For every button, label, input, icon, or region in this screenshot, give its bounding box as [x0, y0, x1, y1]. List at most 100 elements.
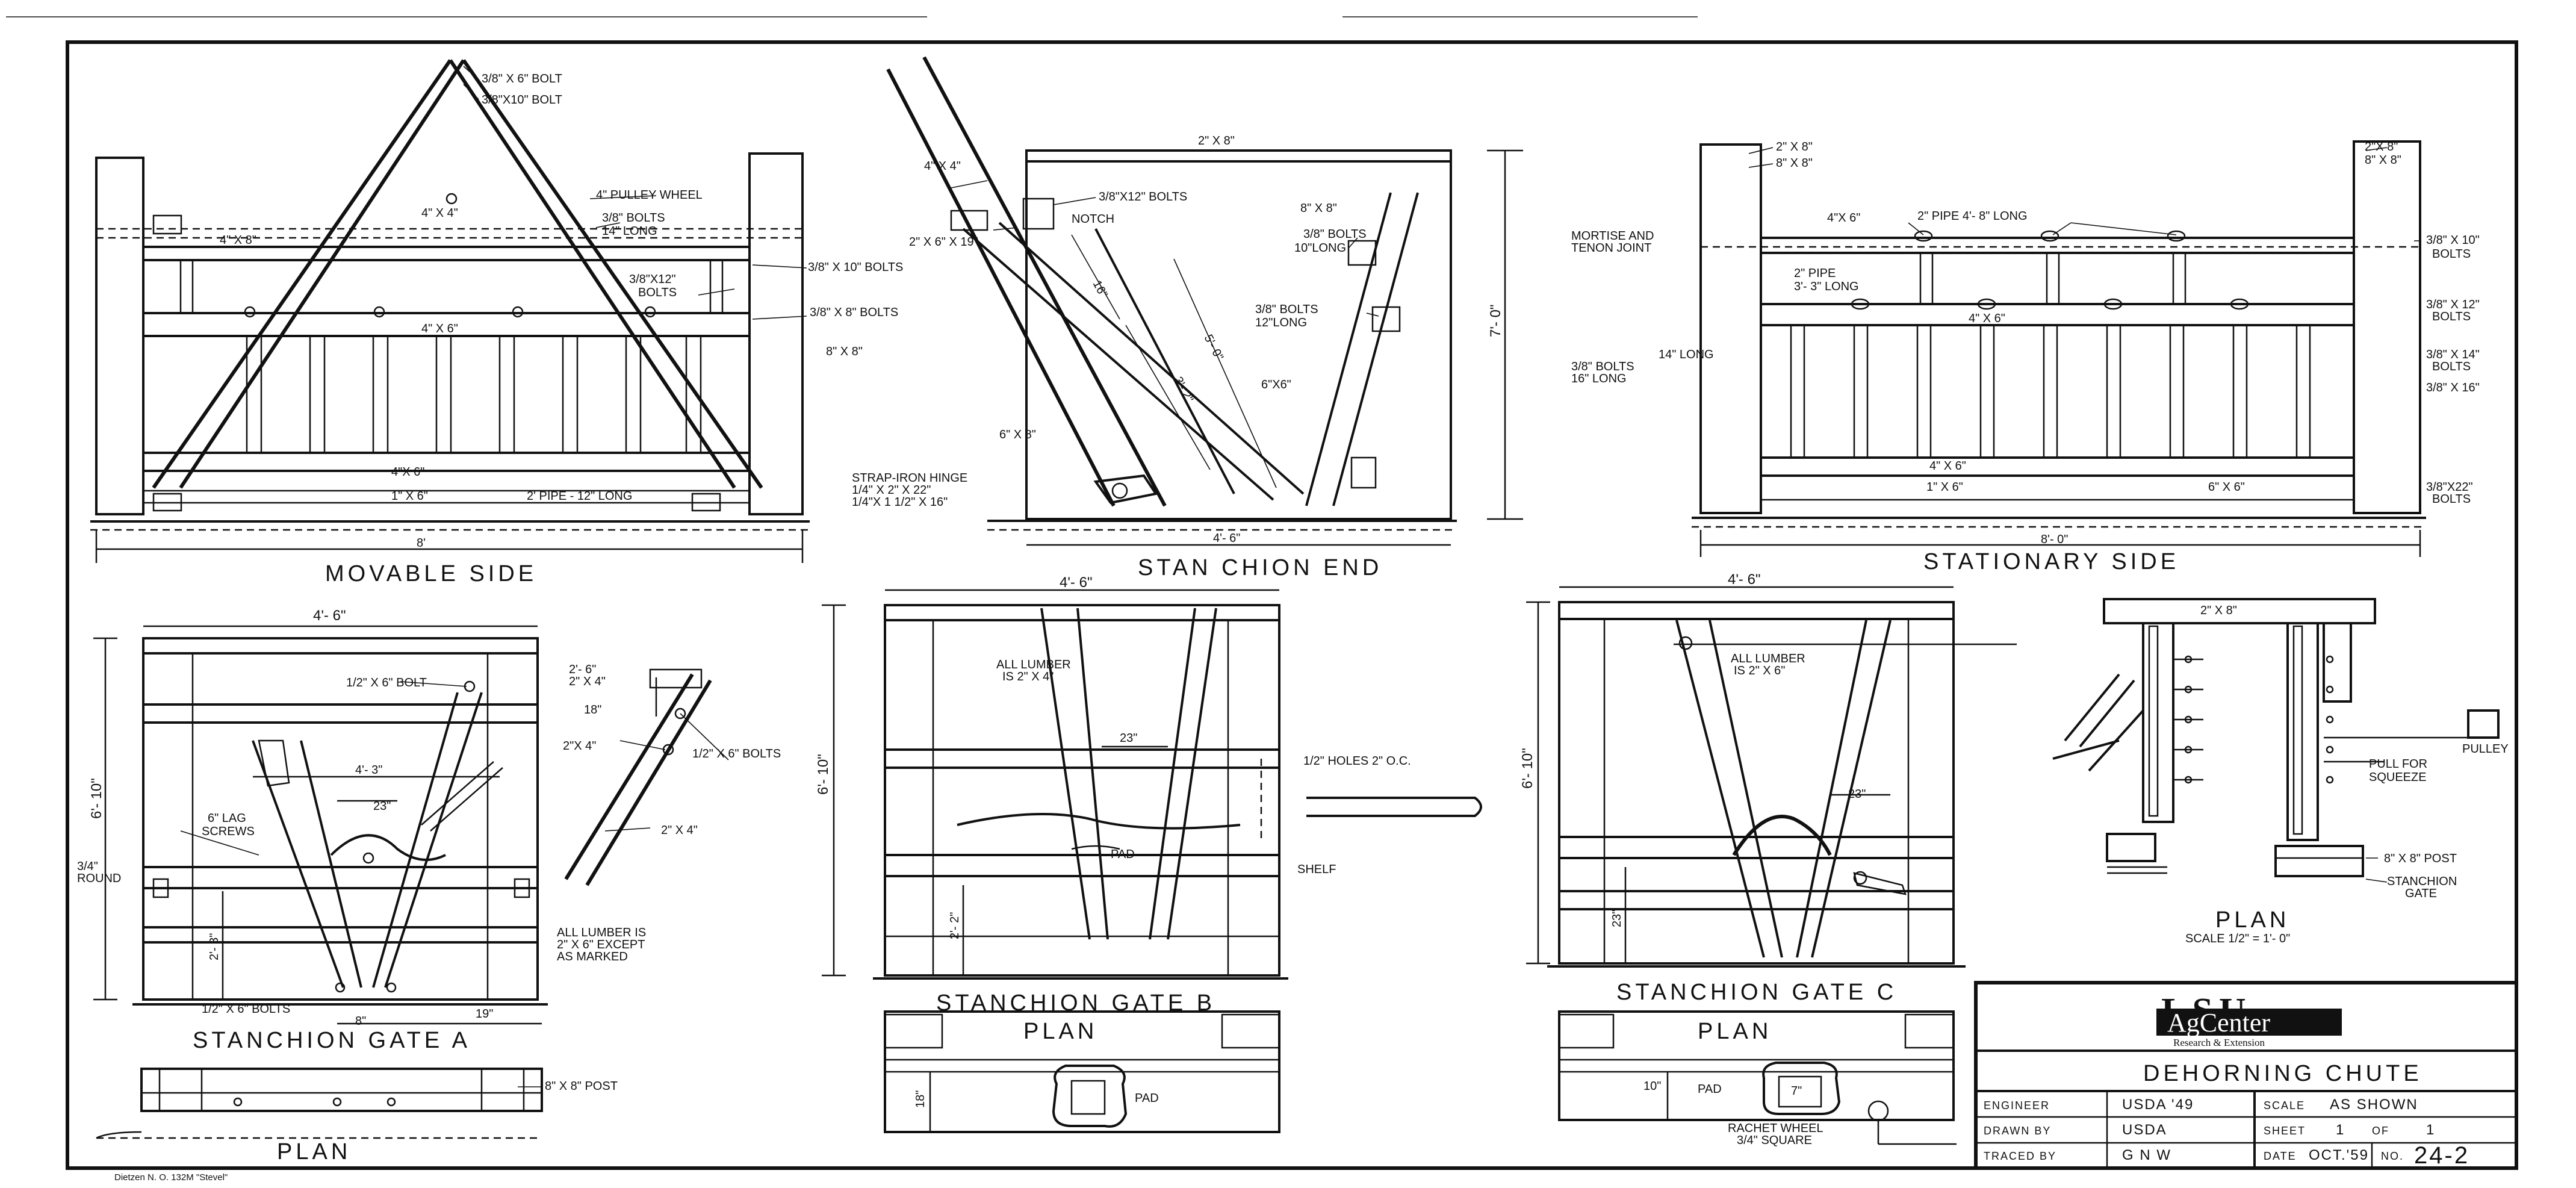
ga-label: 8" X 8" POST [545, 1080, 618, 1093]
squeeze-plan-slats [2173, 655, 2334, 784]
ss-label: MORTISE AND [1571, 229, 1654, 243]
stationary-side-pickets [1790, 252, 2311, 459]
ss-label: 4" X 6" [1969, 312, 2005, 325]
ss-label: 3/8" X 16" [2426, 381, 2480, 394]
gc-label: 10" [1643, 1080, 1661, 1093]
traced-value: G N W [2122, 1147, 2171, 1163]
se-label: 1/4"X 1 1/2" X 16" [852, 496, 948, 509]
pr-label: 8" X 8" POST [2384, 852, 2457, 865]
plan-c-title: PLAN [1698, 1019, 1772, 1044]
se-label: 1/4" X 2" X 22" [852, 484, 931, 497]
ms-label: 4" X 8" [220, 234, 256, 247]
ga-label: 4'- 6" [313, 608, 346, 624]
plan-a-title: PLAN [277, 1139, 351, 1165]
ss-label: 3'- 3" LONG [1794, 280, 1859, 293]
ga-label: 1/2" X 6" BOLTS [692, 747, 781, 760]
date-value: OCT.'59 [2309, 1147, 2369, 1163]
gate-a-plan: 8" X 8" POST PLAN [96, 1068, 618, 1165]
ms-label: 3/8" X 8" BOLTS [810, 306, 898, 319]
ga-label: 18" [584, 703, 601, 717]
ga-label: 2'- 6" [569, 663, 596, 676]
movable-side-title: MOVABLE SIDE [325, 561, 537, 586]
ms-label: 8' [417, 536, 426, 550]
ga-label: 8" [355, 1015, 366, 1028]
movable-side-view: 3/8" X 6" BOLT 3/8"X10" BOLT 4" PULLEY W… [90, 59, 903, 586]
ss-label: 3/8" X 12" [2426, 298, 2480, 311]
ga-label: 19" [476, 1007, 493, 1021]
se-label: 3/8"X12" BOLTS [1099, 190, 1187, 204]
gate-b-plan: 18" PAD PLAN [884, 1010, 1280, 1133]
gate-c-plan: 10" PAD 7" RACHET WHEEL 3/4" SQUARE PLAN [1558, 1010, 1957, 1147]
drawn-label: DRAWN BY [1984, 1125, 2051, 1137]
gb-label: 6'- 10" [815, 754, 831, 795]
stanchion-gate-c-view: 4'- 6" ALL LUMBER IS 2" X 6" 6'- 10" 23"… [1519, 571, 2017, 1147]
ga-label: 6" LAG [208, 812, 246, 825]
ms-label: 1" X 6" [391, 490, 428, 503]
ss-label: 2"X 8" [2365, 140, 2398, 154]
ga-label: 2" X 4" [661, 824, 698, 837]
ms-label: 3/8"X10" BOLT [482, 93, 562, 107]
movable-side-pickets [179, 259, 724, 454]
ga-label: 6'- 10" [88, 778, 105, 819]
gc-label: 4'- 6" [1728, 571, 1760, 588]
pr-label: STANCHION [2387, 875, 2457, 888]
scale-label: SCALE [2264, 1099, 2305, 1112]
title-block: LSU AgCenter Research & Extension DEHORN… [1974, 981, 2518, 1170]
ms-label: 4" X 6" [421, 322, 458, 335]
gc-label: ALL LUMBER [1731, 652, 1805, 665]
ga-label: 4'- 3" [355, 763, 382, 777]
gb-label: ALL LUMBER [996, 658, 1071, 671]
traced-label: TRACED BY [1984, 1150, 2056, 1162]
se-label: 8" X 8" [1300, 202, 1337, 215]
ss-label: 8" X 8" [2365, 154, 2401, 167]
ms-label: 3/8"X12" [629, 273, 676, 286]
pr-label: PULLEY [2462, 742, 2509, 756]
pr-label: GATE [2405, 887, 2437, 900]
se-label: STRAP-IRON HINGE [852, 471, 967, 485]
ms-label: 4" X 4" [421, 207, 458, 220]
ga-label: ALL LUMBER IS [557, 926, 646, 939]
ga-label: 2" X 4" [569, 675, 606, 688]
ss-label: BOLTS [2432, 310, 2471, 323]
ms-label: 8" X 8" [826, 345, 863, 358]
pr-label: PULL FOR [2369, 757, 2427, 771]
footer-imprint: Dietzen N. O. 132M "Stevel" [114, 1172, 228, 1183]
ga-label: 2" X 6" EXCEPT [557, 938, 645, 951]
ss-label: 1" X 6" [1926, 480, 1963, 494]
gate-a-title: STANCHION GATE A [193, 1028, 471, 1053]
plan-b-title: PLAN [1023, 1019, 1097, 1044]
ga-label: 23" [373, 800, 391, 813]
gc-label: 23" [1848, 788, 1866, 801]
ms-label: 3/8" X 10" BOLTS [808, 261, 903, 274]
ss-label: 8'- 0" [2041, 533, 2068, 546]
ss-label: BOLTS [2432, 247, 2471, 261]
ss-label: 6" X 6" [2208, 480, 2245, 494]
ms-label: 4" PULLEY WHEEL [596, 188, 703, 202]
gb-label: PAD [1135, 1092, 1159, 1105]
stanchion-end-view: 2" X 8" 4" X 4" 3/8"X12" BOLTS 2" X 6" X… [852, 56, 1523, 580]
engineer-value: USDA '49 [2122, 1096, 2194, 1113]
ms-label: 2' PIPE - 12" LONG [527, 490, 632, 503]
ss-label: 4" X 6" [1929, 459, 1966, 473]
plan-right-scale: SCALE 1/2" = 1'- 0" [2185, 932, 2290, 945]
squeeze-plan-view: 2" X 8" PULLEY PULL FOR SQUEEZE 8" X 8" … [2052, 598, 2509, 945]
gc-label: 6'- 10" [1519, 748, 1536, 789]
pr-label: SQUEEZE [2369, 771, 2427, 784]
ss-label: 3/8" X 10" [2426, 234, 2480, 247]
stanchion-end-title: STAN CHION END [1138, 555, 1382, 580]
gc-label: 7" [1791, 1084, 1802, 1098]
stationary-side-view: 2" X 8" 8" X 8" 2"X 8" 8" X 8" MORTISE A… [1571, 140, 2480, 574]
gc-label: 3/4" SQUARE [1737, 1134, 1812, 1147]
ss-label: TENON JOINT [1571, 241, 1651, 255]
se-label: 5'- 0" [1202, 332, 1226, 362]
gc-label: IS 2" X 6" [1734, 664, 1785, 677]
lsu-agcenter-logo: LSU AgCenter Research & Extension [2156, 991, 2342, 1048]
sheet-value: 1 [2336, 1122, 2345, 1138]
se-label: 6"X6" [1261, 378, 1291, 391]
ga-label: 1/2" X 6" BOLT [346, 676, 427, 689]
se-label: 3/8" BOLTS [1303, 228, 1367, 241]
ga-label: 1/2" X 6" BOLTS [202, 1003, 290, 1016]
of-label: OF [2372, 1125, 2389, 1137]
gb-label: IS 2" X 4" [1002, 670, 1054, 683]
